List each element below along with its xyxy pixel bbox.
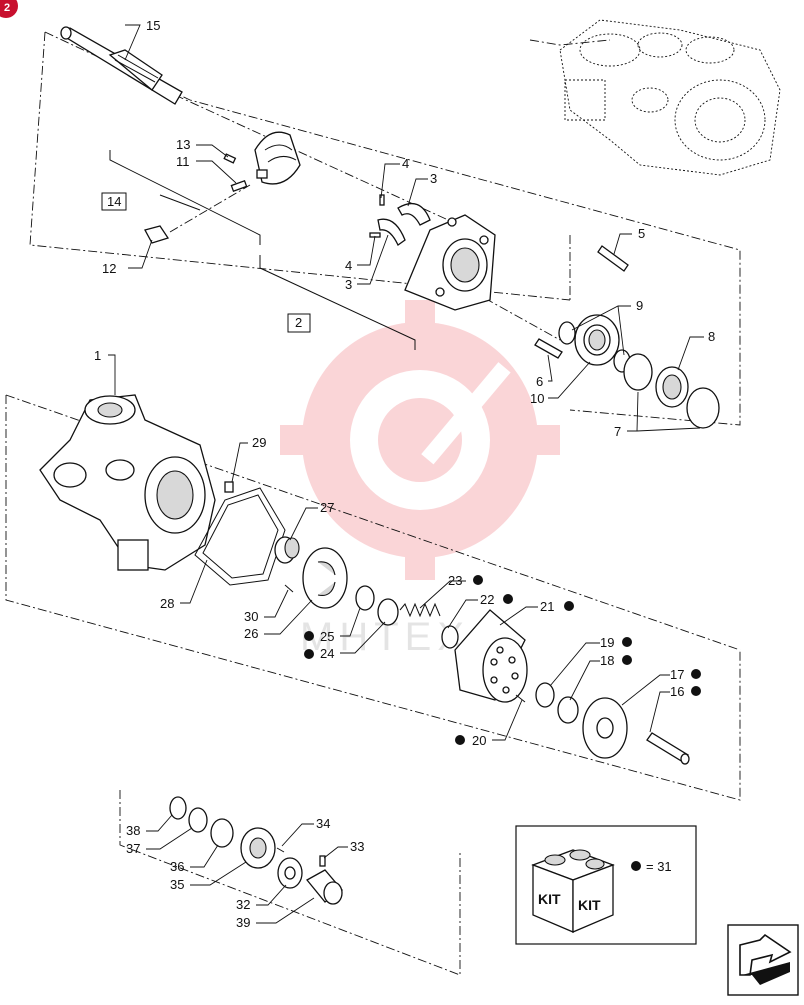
- callout-2-box: 2: [287, 313, 311, 333]
- part-28-gasket: [194, 487, 286, 586]
- callout-29: 29: [252, 435, 266, 450]
- callout-35: 35: [170, 877, 184, 892]
- part-26-port-plate: [302, 547, 348, 609]
- callout-4-lower: 4: [345, 258, 352, 273]
- part-32-washer: [277, 857, 303, 889]
- callout-22: 22: [480, 592, 494, 607]
- callout-2: 2: [295, 315, 302, 330]
- callout-3-lower: 3: [345, 277, 352, 292]
- callout-9: 9: [636, 298, 643, 313]
- part-17-plate: [582, 697, 628, 759]
- part-27-bushing: [274, 536, 300, 564]
- part-18-bushing: [557, 696, 579, 724]
- part-36-ring: [210, 818, 234, 848]
- part-8-seal: [655, 366, 689, 408]
- callout-14-box: 14: [101, 192, 127, 211]
- part-11-pin: [230, 179, 248, 193]
- part-33-key: [319, 855, 326, 867]
- page-badge-label: 2: [4, 2, 10, 14]
- part-16-bolt: [646, 732, 690, 765]
- callout-34: 34: [316, 816, 330, 831]
- part-3-half-ring-upper: [397, 202, 431, 226]
- part-35-bearing: [240, 827, 276, 869]
- callout-18: 18: [600, 653, 614, 668]
- callout-26: 26: [244, 626, 258, 641]
- reference-housing: [559, 19, 781, 176]
- callout-12: 12: [102, 261, 116, 276]
- part-20-pin: [515, 694, 526, 703]
- part-6-stud: [534, 338, 563, 359]
- callout-1: 1: [94, 348, 101, 363]
- callout-20: 20: [472, 733, 486, 748]
- callout-16: 16: [670, 684, 684, 699]
- assembly-lines: [109, 94, 561, 350]
- callout-6: 6: [536, 374, 543, 389]
- callout-24: 24: [320, 646, 334, 661]
- part-12-block: [144, 225, 170, 244]
- kit-box-icon: KIT KIT: [531, 849, 615, 933]
- part-1-housing: [39, 394, 216, 571]
- part-39-sleeve: [306, 869, 343, 905]
- callout-32: 32: [236, 897, 250, 912]
- callout-37: 37: [126, 841, 140, 856]
- kit-legend: KIT KIT = 31: [515, 825, 697, 945]
- callout-5: 5: [638, 226, 645, 241]
- part-2-end-cover: [404, 214, 496, 311]
- part-29-plug: [224, 481, 234, 493]
- part-10-bearing: [574, 314, 620, 366]
- callout-15: 15: [146, 18, 160, 33]
- part-15-shaft: [60, 26, 183, 105]
- part-30-pin: [284, 584, 294, 593]
- callout-17: 17: [670, 667, 684, 682]
- part-19-bushing: [535, 682, 555, 708]
- part-38-ring: [169, 796, 187, 820]
- callout-33: 33: [350, 839, 364, 854]
- part-5-stud: [597, 245, 629, 272]
- callout-38: 38: [126, 823, 140, 838]
- kit-legend-equals: = 31: [646, 859, 672, 874]
- callout-13: 13: [176, 137, 190, 152]
- callout-30: 30: [244, 609, 258, 624]
- part-9-snap-ring-a: [558, 321, 576, 345]
- callout-4-upper: 4: [402, 156, 409, 171]
- next-page-arrow-icon[interactable]: [727, 924, 799, 996]
- callout-14: 14: [107, 194, 121, 209]
- callout-23: 23: [448, 573, 462, 588]
- part-22-ring: [441, 625, 459, 649]
- part-37-ring: [188, 807, 208, 833]
- callout-25: 25: [320, 629, 334, 644]
- callout-28: 28: [160, 596, 174, 611]
- part-swash-plate: [254, 131, 301, 185]
- part-24-ring: [377, 598, 399, 626]
- callout-21: 21: [540, 599, 554, 614]
- part-25-ring: [355, 585, 375, 611]
- callout-3-upper: 3: [430, 171, 437, 186]
- callout-27: 27: [320, 500, 334, 515]
- callout-11: 11: [176, 154, 190, 169]
- part-4-pins: [369, 194, 385, 238]
- callout-labels: 15 13 11 14 12 4 3 4 3 2 5 9 8 6 10 7 1 …: [94, 18, 715, 930]
- page-badge: 2: [0, 0, 18, 18]
- callout-7: 7: [614, 424, 621, 439]
- leader-lines: [108, 24, 704, 924]
- part-23-spring: [399, 602, 441, 618]
- kit-label-left: KIT: [538, 891, 561, 907]
- callout-39: 39: [236, 915, 250, 930]
- part-3-half-ring-lower: [377, 218, 406, 246]
- callout-8: 8: [708, 329, 715, 344]
- part-7-snap-ring-a: [623, 353, 653, 391]
- callout-19: 19: [600, 635, 614, 650]
- part-21-cylinder-block: [454, 609, 528, 703]
- part-7-snap-ring-b: [686, 387, 720, 429]
- watermark-logo: МНТЕХ: [280, 300, 560, 659]
- callout-36: 36: [170, 859, 184, 874]
- callout-10: 10: [530, 391, 544, 406]
- part-34-pin: [276, 847, 285, 853]
- kit-label-right: KIT: [578, 897, 601, 913]
